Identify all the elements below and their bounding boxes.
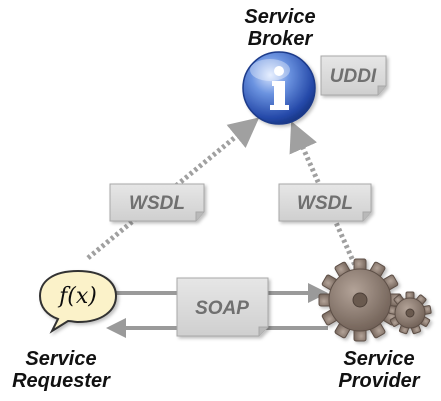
service-provider-line2: Provider xyxy=(338,370,420,392)
service-requester-label: Service Requester xyxy=(0,348,122,392)
service-broker-line2: Broker xyxy=(247,28,313,50)
service-broker-line1: Service xyxy=(244,6,316,28)
service-requester-line1: Service xyxy=(25,348,97,370)
wsdl-right-document: WSDL xyxy=(278,183,372,222)
uddi-document: UDDI xyxy=(320,55,387,96)
wsdl-left-document: WSDL xyxy=(109,183,205,222)
service-requester-line2: Requester xyxy=(12,370,110,392)
soap-label: SOAP xyxy=(195,298,249,319)
soap-document: SOAP xyxy=(176,277,269,337)
wsdl-left-label: WSDL xyxy=(129,193,185,214)
service-provider-label: Service Provider xyxy=(320,348,438,392)
wsdl-right-label: WSDL xyxy=(297,193,353,214)
function-symbol: f(x) xyxy=(57,284,97,309)
service-provider-line1: Service xyxy=(343,348,415,370)
uddi-label: UDDI xyxy=(330,66,377,87)
info-icon xyxy=(242,51,316,125)
gears-icon xyxy=(318,258,432,342)
arrow-provider-to-broker xyxy=(289,121,360,272)
function-fx-icon: f(x) xyxy=(38,269,118,334)
service-broker-label: Service Broker xyxy=(220,6,340,50)
